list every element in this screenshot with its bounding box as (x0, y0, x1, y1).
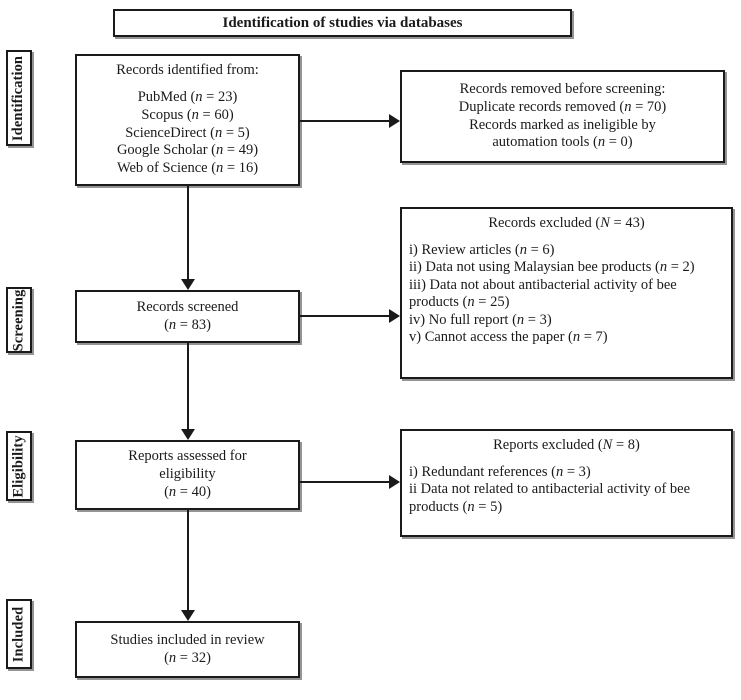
reports-excluded-item-ii: ii Data not related to antibacterial act… (409, 481, 691, 515)
connector-identified-to-screened (187, 186, 189, 279)
reports-excluded-heading: Reports excluded (N = 8) (493, 437, 640, 453)
box-reports-assessed: Reports assessed for eligibility (n = 40… (75, 440, 300, 510)
records-removed-heading: Records removed before screening: (459, 81, 666, 98)
source-pubmed: PubMed (n = 23) (137, 89, 238, 106)
duplicates-removed: Duplicate records removed (n = 70) (458, 98, 667, 115)
stage-label-included-text: Included (10, 606, 27, 662)
connector-eligibility-to-reports-excluded (300, 481, 389, 483)
diagram-title-box: Identification of studies via databases (113, 9, 572, 37)
source-web-of-science: Web of Science (n = 16) (116, 159, 259, 176)
arrow-down-icon (181, 429, 195, 440)
box-records-identified: Records identified from: PubMed (n = 23)… (75, 54, 300, 186)
studies-included-label: Studies included in review (110, 631, 265, 648)
ineligible-automation-line1: Records marked as ineligible by (469, 116, 656, 133)
arrow-right-icon (389, 475, 400, 489)
source-google-scholar: Google Scholar (n = 49) (116, 142, 259, 159)
records-excluded-item-v: v) Cannot access the paper (n = 7) (409, 329, 608, 346)
stage-label-identification-text: Identification (10, 55, 27, 141)
source-sciencedirect: ScienceDirect (n = 5) (125, 124, 250, 141)
records-excluded-item-i: i) Review articles (n = 6) (409, 241, 555, 258)
box-records-removed: Records removed before screening: Duplic… (400, 70, 725, 163)
records-screened-count: (n = 83) (164, 316, 211, 333)
stage-label-screening: Screening (6, 287, 32, 353)
box-reports-excluded: Reports excluded (N = 8) i) Redundant re… (400, 429, 733, 537)
box-studies-included: Studies included in review (n = 32) (75, 621, 300, 678)
records-excluded-heading: Records excluded (N = 43) (488, 215, 645, 231)
spacer (402, 455, 731, 464)
reports-assessed-count: (n = 40) (164, 483, 211, 500)
reports-assessed-label-line2: eligibility (159, 466, 216, 483)
reports-excluded-item-i: i) Redundant references (n = 3) (409, 463, 591, 480)
arrow-down-icon (181, 610, 195, 621)
arrow-down-icon (181, 279, 195, 290)
stage-label-eligibility: Eligibility (6, 431, 32, 501)
arrow-right-icon (389, 309, 400, 323)
stage-label-included: Included (6, 599, 32, 669)
arrow-right-icon (389, 114, 400, 128)
source-scopus: Scopus (n = 60) (141, 106, 234, 123)
connector-identified-to-removed (300, 120, 389, 122)
reports-assessed-label-line1: Reports assessed for (128, 448, 247, 465)
records-excluded-item-iii: iii) Data not about antibacterial activi… (409, 276, 677, 311)
studies-included-count: (n = 32) (164, 649, 211, 666)
box-records-excluded: Records excluded (N = 43) i) Review arti… (400, 207, 733, 379)
connector-screened-to-records-excluded (300, 315, 389, 317)
diagram-title: Identification of studies via databases (222, 14, 463, 31)
records-screened-label: Records screened (136, 298, 239, 315)
ineligible-automation-line2: automation tools (n = 0) (492, 134, 633, 151)
stage-label-eligibility-text: Eligibility (10, 434, 27, 498)
records-identified-heading: Records identified from: (116, 62, 259, 79)
records-excluded-item-ii: ii) Data not using Malaysian bee product… (409, 259, 695, 276)
box-records-screened: Records screened (n = 83) (75, 290, 300, 343)
stage-label-identification: Identification (6, 50, 32, 146)
stage-label-screening-text: Screening (10, 289, 27, 351)
connector-screened-to-eligibility (187, 343, 189, 429)
records-excluded-item-iv: iv) No full report (n = 3) (409, 311, 552, 328)
spacer (81, 80, 294, 89)
connector-eligibility-to-included (187, 510, 189, 610)
spacer (402, 233, 731, 242)
